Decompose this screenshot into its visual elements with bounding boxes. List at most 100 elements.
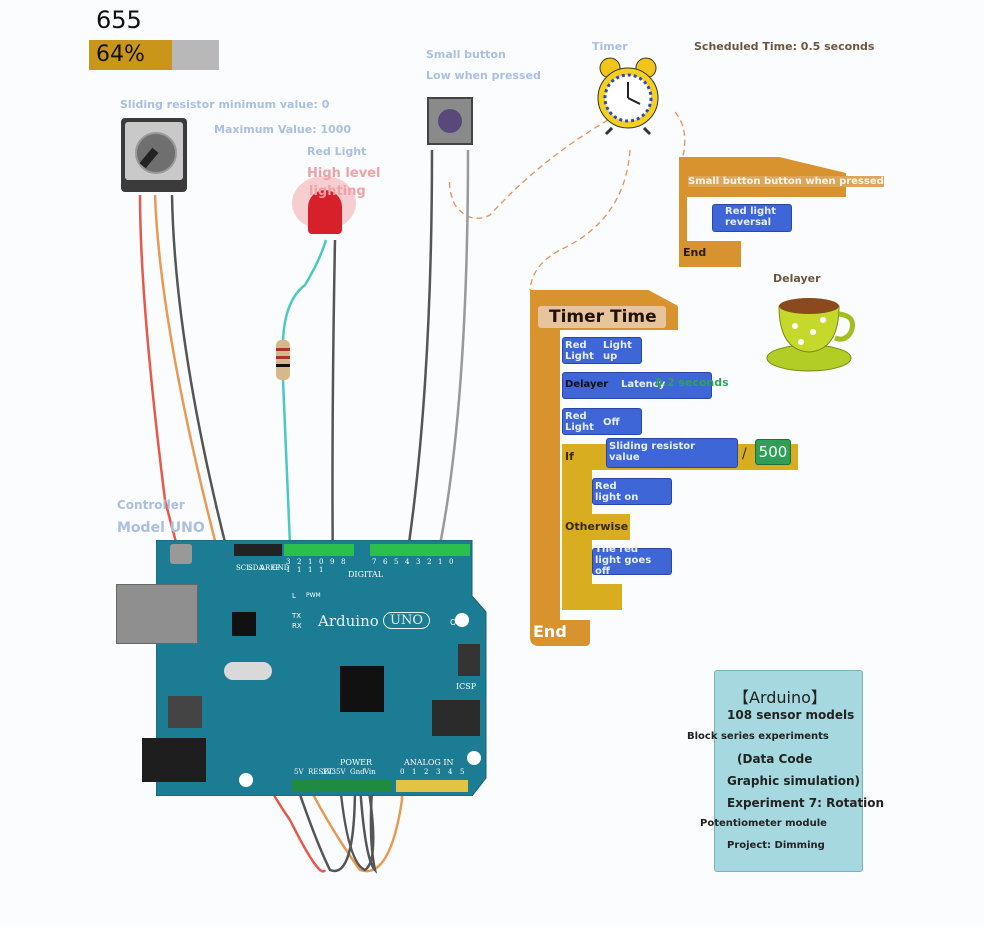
power-pin-label: 5V: [294, 768, 304, 776]
pin-label: 9: [330, 558, 335, 566]
on-label: ON: [450, 618, 463, 627]
resistor: [276, 340, 290, 380]
info-line-4: Graphic simulation): [727, 774, 861, 788]
power-pin-label: Gnd: [350, 768, 365, 776]
header-power: [292, 780, 392, 792]
low-pressed-label: Low when pressed: [426, 69, 541, 82]
if-text: If: [565, 450, 574, 463]
uno-logo: UNO: [383, 612, 430, 629]
arduino-board[interactable]: Arduino UNO ON DIGITAL POWER ANALOG IN I…: [116, 540, 488, 796]
analog-pin-label: 5: [460, 768, 465, 776]
power-jack: [142, 738, 206, 782]
timer-label: Timer: [592, 40, 628, 53]
reset-button[interactable]: [170, 544, 192, 564]
info-line-7: Project: Dimming: [727, 840, 825, 851]
push-button-cap: [438, 109, 462, 133]
pin-label: 7: [372, 558, 377, 566]
header-left: [234, 544, 282, 556]
otherwise-bar[interactable]: [562, 514, 630, 540]
delayer-block[interactable]: Delayer Latency: [562, 372, 712, 399]
else-action-block[interactable]: The red light goes off: [592, 544, 672, 577]
small-button-label: Small button: [426, 48, 506, 61]
pin-label: 1: [297, 566, 302, 574]
pin-label: 2: [427, 558, 432, 566]
slider-max-label: Maximum Value: 1000: [214, 123, 352, 136]
red-light-label: Red Light: [307, 145, 367, 158]
side-pin-label: SCL: [236, 564, 251, 572]
progress-fill: [89, 40, 173, 70]
pin-label: 4: [405, 558, 410, 566]
condition-block[interactable]: Sliding resistor value: [606, 438, 738, 468]
pwm-label: PWM: [306, 592, 321, 599]
red-light-on-block[interactable]: Red Light Light up: [562, 337, 642, 364]
info-line-3: (Data Code: [737, 752, 813, 766]
info-line-2: Block series experiments: [687, 731, 829, 742]
b1-b: Light up: [603, 340, 632, 362]
tx-label: TX: [292, 612, 302, 620]
header-digital-a: [284, 544, 354, 556]
alarm-clock-icon[interactable]: [594, 56, 662, 136]
regulator-chip: [168, 696, 202, 728]
b3-b: Off: [603, 417, 620, 428]
value-readout: 655: [96, 6, 142, 34]
then-action-block[interactable]: Red light on: [592, 478, 672, 505]
info-line-5: Experiment 7: Rotation: [727, 796, 885, 810]
push-button[interactable]: [427, 97, 473, 145]
controller-label: Controller: [117, 498, 185, 512]
side-pin-label: SDA: [248, 564, 264, 572]
analog-label: ANALOG IN: [404, 758, 454, 767]
arduino-logo-text: Arduino: [318, 612, 379, 630]
knob-indicator: [139, 147, 159, 169]
pin-label: 6: [383, 558, 388, 566]
pin-label: 1: [438, 558, 443, 566]
pin-label: 1: [319, 566, 324, 574]
seconds-text: 0.2 seconds: [655, 376, 729, 389]
cond-op: /: [742, 446, 747, 462]
cond-text: Sliding resistor value: [609, 441, 696, 463]
event-block-frame[interactable]: [679, 157, 687, 267]
delayer-text: Delayer: [565, 379, 609, 390]
power-pin-label: Vin: [364, 768, 376, 776]
b1-a: Red Light: [565, 340, 594, 362]
header-digital-b: [370, 544, 470, 556]
b3-a: Red Light: [565, 411, 594, 433]
digital-label: DIGITAL: [348, 570, 384, 579]
main-chip: [340, 666, 384, 712]
event-end-block[interactable]: [679, 241, 741, 267]
pin-label: 1: [308, 558, 313, 566]
header-analog: [396, 780, 468, 792]
red-led[interactable]: [308, 190, 342, 234]
analog-pin-label: 0: [400, 768, 405, 776]
progress-percent: 64%: [96, 42, 145, 67]
analog-pin-label: 2: [424, 768, 429, 776]
l-label: L: [292, 592, 296, 600]
teacup-icon[interactable]: [765, 290, 859, 374]
power-pin-label: 3V3: [322, 768, 336, 776]
pin-label: 8: [341, 558, 346, 566]
power-pin-label: 5V: [336, 768, 346, 776]
pin-label: 1: [308, 566, 313, 574]
threshold-value: 500: [758, 443, 788, 461]
timer-end-block[interactable]: [530, 620, 590, 646]
pin-label: 0: [449, 558, 454, 566]
timer-block-frame[interactable]: [530, 290, 560, 640]
power-label: POWER: [340, 758, 373, 767]
event-end-text: End: [683, 246, 707, 259]
event-action-block[interactable]: Red light reversal: [712, 204, 792, 232]
pin-label: 1: [286, 566, 291, 574]
then-text: Red light on: [595, 481, 639, 503]
info-panel: [714, 670, 863, 872]
timer-header-pill: [538, 306, 666, 328]
else-text: The red light goes off: [595, 544, 652, 577]
pin-label: 3: [416, 558, 421, 566]
info-line-6: Potentiometer module: [700, 818, 827, 829]
scheduled-time-label: Scheduled Time: 0.5 seconds: [694, 40, 875, 53]
pin-label: 2: [297, 558, 302, 566]
red-light-off-block[interactable]: Red Light Off: [562, 408, 642, 435]
potentiometer[interactable]: [121, 118, 187, 192]
potentiometer-knob[interactable]: [135, 132, 177, 174]
if-footer[interactable]: [562, 584, 622, 610]
pin-label: 5: [394, 558, 399, 566]
latency-text: Latency: [621, 379, 666, 390]
threshold-block[interactable]: 500: [755, 439, 791, 465]
